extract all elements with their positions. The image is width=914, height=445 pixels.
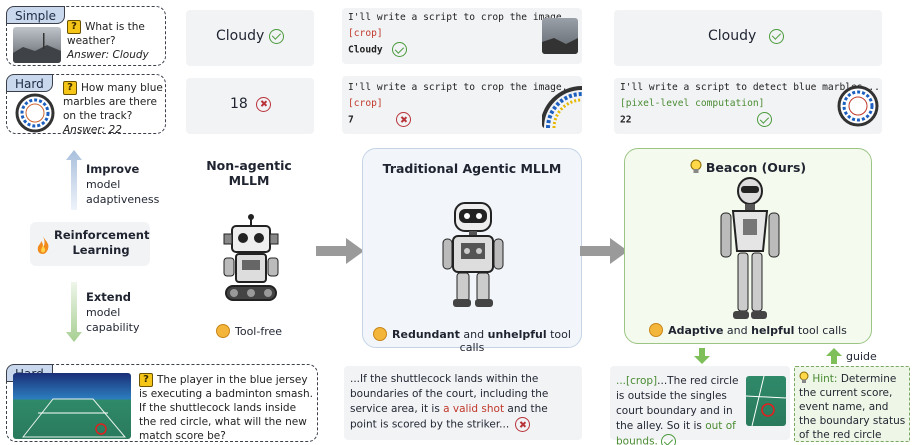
answer-text: Answer: 22 [63, 124, 122, 136]
question-text: ?What is the weather? Answer: Cloudy [67, 20, 149, 61]
nonagentic-row1-result: Cloudy [186, 10, 314, 66]
check-icon [661, 434, 677, 445]
frowning-face-icon [373, 327, 388, 341]
beacon-row2-result: I'll write a script to detect blue marbl… [614, 78, 882, 134]
smiling-face-icon [649, 323, 664, 337]
reasoning-text: I'll write a script to crop the image... [348, 12, 580, 23]
progress-arrow [580, 236, 630, 266]
nonagentic-row2-result: 18 [186, 78, 314, 134]
tool-call-tag: [crop] [348, 28, 383, 39]
rl-label: Reinforcement Learning [54, 228, 150, 257]
robot-illustration [719, 177, 781, 321]
improve-arrow [66, 150, 82, 210]
tool-call-tag: [pixel-level computation] [620, 98, 765, 109]
hint-text: Determine the current score, event name,… [799, 373, 906, 441]
reasoning-text: I'll write a script to detect blue marbl… [620, 82, 880, 93]
check-icon [757, 112, 773, 127]
lightbulb-icon [690, 159, 702, 175]
cross-icon [256, 96, 272, 112]
tool-call-tag: [crop] [348, 98, 383, 109]
rl-box: Reinforcement Learning [30, 222, 150, 266]
traditional-row2-result: I'll write a script to crop the image...… [342, 76, 582, 134]
question-card-hard-marbles: Hard ?How many blue marbles are there on… [6, 74, 166, 136]
question-mark-icon: ? [139, 373, 153, 387]
panel-title: Non-agentic MLLM [206, 158, 292, 188]
answer-text: 18 [230, 96, 248, 112]
robot-illustration [218, 214, 284, 304]
question-mark-icon: ? [67, 20, 81, 34]
beacon-bottom-result: ...[crop]...The red circle is outside th… [610, 366, 790, 445]
tool-call-tag: ...[crop] [616, 375, 658, 387]
reasoning-text: ...If the shuttlecock lands within the b… [350, 373, 549, 415]
panel-footer: Tool-free [234, 325, 283, 338]
difficulty-tag: Hard [6, 74, 53, 92]
hint-label: Hint: [812, 373, 838, 385]
hint-box: Hint: Determine the current score, event… [794, 366, 910, 442]
marble-track-thumbnail [15, 93, 55, 133]
question-card-simple: Simple ?What is the weather? Answer: Clo… [6, 6, 166, 66]
nonagentic-panel: Non-agentic MLLM Tool-free [184, 148, 314, 344]
answer-text: 7 [348, 114, 354, 126]
difficulty-tag: Simple [6, 6, 65, 24]
highlighted-conclusion: a valid shot [443, 403, 505, 415]
extend-arrow [66, 282, 82, 342]
question-text: ?The player in the blue jersey is execut… [139, 373, 313, 442]
check-icon [768, 28, 784, 44]
traditional-bottom-result: ...If the shuttlecock lands within the b… [344, 366, 582, 440]
up-arrow [826, 348, 842, 364]
reasoning-text: ...The red circle is outside the singles… [616, 375, 739, 432]
cropped-badminton-thumbnail [746, 376, 786, 426]
cropped-marble-thumbnail [542, 82, 582, 128]
traditional-panel: Traditional Agentic MLLM Redundant and u… [362, 148, 582, 354]
question-card-hard-badminton: Hard ?The player in the blue jersey is e… [6, 364, 318, 442]
cross-icon [514, 417, 530, 432]
traditional-row1-result: I'll write a script to crop the image...… [342, 8, 582, 64]
answer-text: 22 [620, 114, 632, 126]
weather-thumbnail [13, 27, 61, 63]
check-icon [268, 28, 284, 44]
badminton-thumbnail [13, 373, 131, 439]
answer-text: Cloudy [708, 28, 757, 44]
answer-text: Cloudy [216, 28, 265, 44]
cropped-weather-thumbnail [542, 18, 578, 54]
cross-icon [395, 112, 411, 127]
panel-title: Beacon (Ours) [705, 160, 807, 175]
check-icon [392, 42, 408, 57]
extend-label: Extend model capability [86, 290, 140, 334]
answer-text: Cloudy [348, 44, 383, 56]
answer-text: Answer: Cloudy [67, 49, 149, 61]
progress-arrow [316, 236, 366, 266]
question-text: ?How many blue marbles are there on the … [63, 81, 163, 136]
robot-illustration [441, 199, 505, 309]
beacon-panel: Beacon (Ours) Adaptive and helpful tool … [624, 148, 872, 344]
question-mark-icon: ? [63, 81, 77, 95]
highlighted-conclusion: out of bounds. [616, 420, 736, 445]
lightbulb-icon [799, 371, 809, 384]
guide-label: guide [846, 350, 877, 363]
panel-title: Traditional Agentic MLLM [382, 161, 562, 176]
improve-label: Improve model adaptiveness [86, 162, 160, 206]
reasoning-text: I'll write a script to crop the image... [348, 82, 580, 93]
sad-face-icon [215, 324, 230, 338]
down-arrow [694, 348, 710, 364]
marble-track-thumbnail [836, 84, 880, 128]
beacon-row1-result: Cloudy [614, 10, 882, 66]
flame-icon [36, 236, 50, 254]
